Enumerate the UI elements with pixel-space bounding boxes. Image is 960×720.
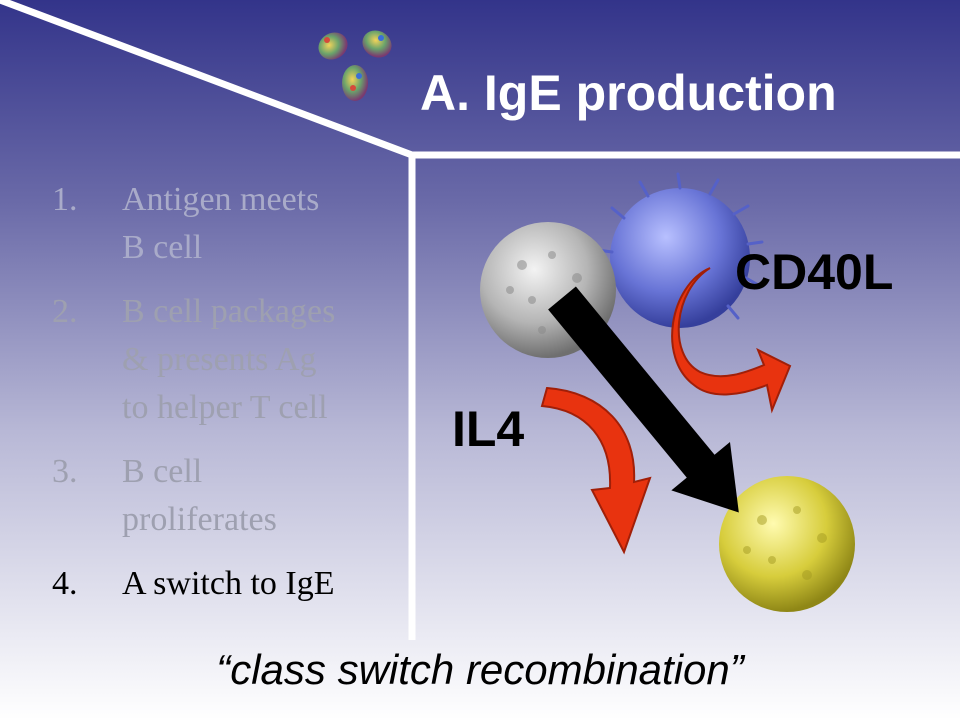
antibody-icon xyxy=(318,30,392,101)
list-item: 1. Antigen meets B cell xyxy=(52,181,320,266)
t-cell-icon xyxy=(596,172,764,328)
switched-b-cell-icon xyxy=(719,476,855,612)
red-curved-arrow-icon xyxy=(540,386,652,555)
cell-illustration xyxy=(480,172,855,612)
slide-title: A. IgE production xyxy=(420,65,837,121)
list-item: 3. B cell proliferates xyxy=(52,453,277,538)
list-item-active: 4. A switch to IgE xyxy=(52,565,335,602)
list-item: 2. B cell packages & presents Ag to help… xyxy=(52,293,336,426)
red-curved-arrow-icon xyxy=(671,267,792,414)
caption: “class switch recombination” xyxy=(216,646,744,693)
black-arrow-icon xyxy=(548,286,739,513)
cd40l-label: CD40L xyxy=(735,244,894,300)
step-list: 1. Antigen meets B cell 2. B cell packag… xyxy=(52,176,402,624)
il4-label: IL4 xyxy=(452,401,525,457)
